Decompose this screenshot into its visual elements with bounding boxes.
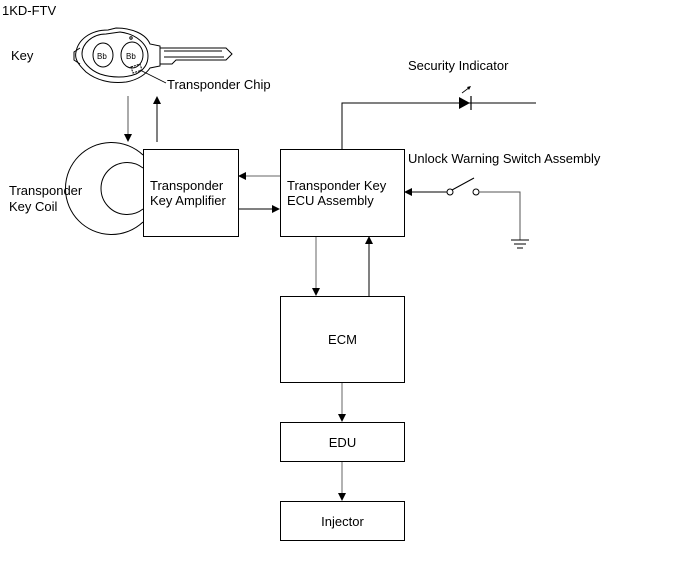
ecu-label-line1: Transponder Key bbox=[287, 178, 387, 193]
ground-icon bbox=[511, 239, 529, 249]
transponder-key-coil-icon bbox=[64, 142, 144, 235]
amplifier-label-line2: Key Amplifier bbox=[150, 193, 226, 208]
switch-ground-wire bbox=[479, 191, 521, 240]
switch-icon bbox=[446, 177, 480, 196]
transponder-key-ecu-assembly-box: Transponder Key ECU Assembly bbox=[280, 149, 405, 237]
svg-text:Bb: Bb bbox=[126, 52, 136, 61]
key-label: Key bbox=[11, 48, 34, 63]
transponder-chip-label: Transponder Chip bbox=[167, 77, 271, 92]
transponder-key-coil-label-line2: Key Coil bbox=[9, 199, 58, 214]
amplifier-label-line1: Transponder bbox=[150, 178, 224, 193]
transponder-key-amplifier-box: Transponder Key Amplifier bbox=[143, 149, 239, 237]
key-icon: Bb Bb bbox=[73, 27, 233, 83]
security-indicator-label: Security Indicator bbox=[408, 58, 509, 73]
led-diode-icon bbox=[459, 86, 472, 110]
security-indicator-wire bbox=[341, 102, 536, 149]
injector-label: Injector bbox=[321, 513, 364, 529]
svg-text:Bb: Bb bbox=[97, 52, 107, 61]
edu-label: EDU bbox=[328, 434, 357, 450]
ecm-label: ECM bbox=[328, 332, 357, 347]
unlock-warning-switch-label: Unlock Warning Switch Assembly bbox=[408, 151, 601, 166]
transponder-chip-leader bbox=[139, 69, 167, 84]
ecu-label-line2: ECU Assembly bbox=[287, 193, 374, 208]
injector-box: Injector bbox=[280, 501, 405, 541]
edu-box: EDU bbox=[280, 422, 405, 462]
transponder-key-coil-label-line1: Transponder bbox=[9, 183, 83, 198]
diagram-title: 1KD-FTV bbox=[2, 3, 57, 18]
ecm-box: ECM bbox=[280, 296, 405, 383]
